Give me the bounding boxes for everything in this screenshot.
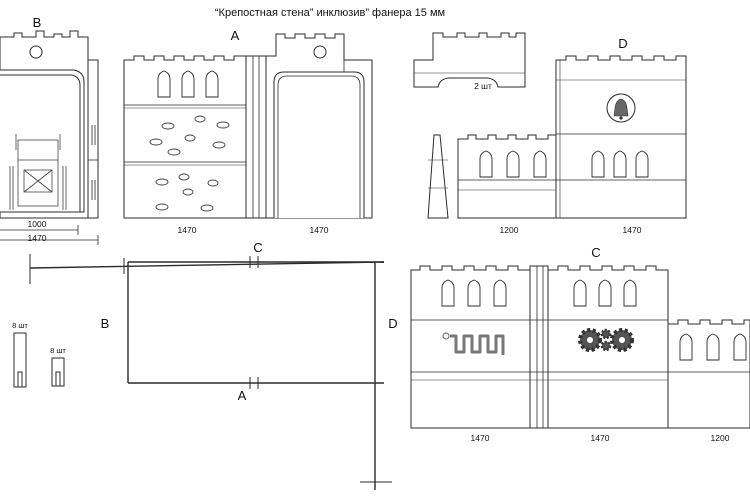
wheelchair-icon [9,134,67,210]
dimension-d-left: 1200 [500,225,519,235]
dimension-a-left: 1470 [178,225,197,235]
dimension-lines-b [0,225,99,245]
label-panel-b: B [33,15,42,30]
top-crenellation-piece [413,32,526,88]
support-bracket [427,134,449,219]
quantity-top-piece: 2 шт [474,81,492,91]
quantity-strip-long: 8 шт [12,321,28,330]
drawing-title: “Крепостная стена” инклюзив” фанера 15 м… [215,7,445,19]
connector-strips [13,332,65,388]
quantity-strip-short: 8 шт [50,346,66,355]
round-window-icon [29,45,43,59]
panel-d [457,55,687,219]
gears-icon [578,328,634,352]
dimension-b-outer: 1470 [28,233,47,243]
plan-label-a: A [238,388,247,403]
dimension-d-right: 1470 [623,225,642,235]
label-panel-a: A [231,28,240,43]
dimension-b-inner: 1000 [28,219,47,229]
dimension-a-right: 1470 [310,225,329,235]
plan-label-d: D [388,316,397,331]
panel-a [123,33,373,219]
maze-track-icon [442,332,505,355]
round-window-icon [313,45,327,59]
dimension-c-mid: 1470 [591,433,610,443]
plan-label-c: C [253,240,262,255]
climbing-holds-icon [149,115,230,212]
bell-icon [606,93,636,123]
label-panel-d: D [618,36,627,51]
panel-b [0,30,99,219]
plan-label-b: B [101,316,110,331]
dimension-c-right: 1200 [711,433,730,443]
label-panel-c: C [591,245,600,260]
dimension-c-left: 1470 [471,433,490,443]
plan-view [29,254,392,490]
